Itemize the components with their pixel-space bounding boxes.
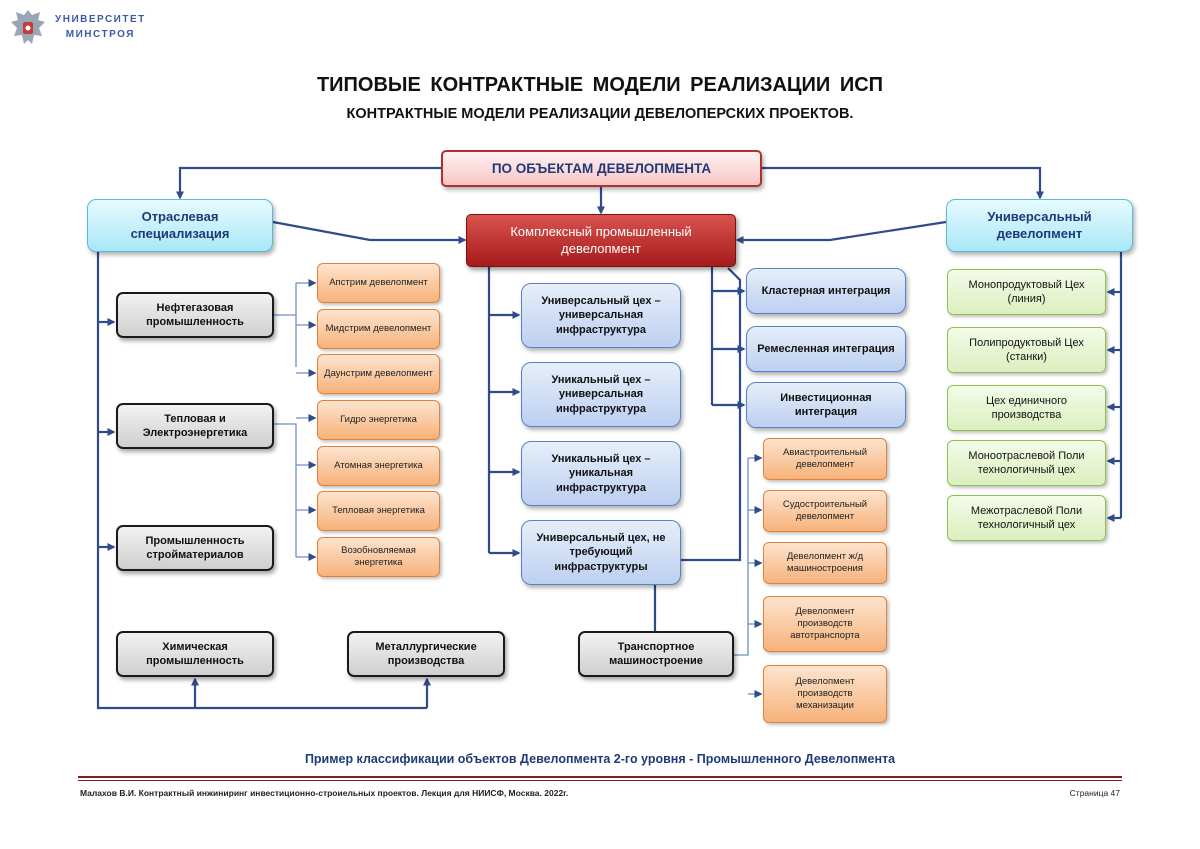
footer-citation: Малахов В.И. Контрактный инжиниринг инве…	[80, 788, 569, 798]
energy-type-node: Гидро энергетика	[317, 400, 440, 440]
integration-type-node: Ремесленная интеграция	[746, 326, 906, 372]
oil-gas-type-node: Даунстрим девелопмент	[317, 354, 440, 394]
integration-type-node: Кластерная интеграция	[746, 268, 906, 314]
transport-type-node: Девелопмент производств механизации	[763, 665, 887, 723]
universal-type-node: Полипродуктовый Цех (станки)	[947, 327, 1106, 373]
root-node: ПО ОБЪЕКТАМ ДЕВЕЛОПМЕНТА	[441, 150, 762, 187]
industry-node: Промышленность стройматериалов	[116, 525, 274, 571]
industry-node: Нефтегазовая промышленность	[116, 292, 274, 338]
universal-type-node: Моноотраслевой Поли технологичный цех	[947, 440, 1106, 486]
branch-center-node: Комплексный промышленный девелопмент	[466, 214, 736, 267]
transport-type-node: Судостроительный девелопмент	[763, 490, 887, 532]
energy-type-node: Атомная энергетика	[317, 446, 440, 486]
workshop-type-node: Универсальный цех – универсальная инфрас…	[521, 283, 681, 348]
industry-node: Металлургические производства	[347, 631, 505, 677]
industry-node: Тепловая и Электроэнергетика	[116, 403, 274, 449]
page-title: ТИПОВЫЕ КОНТРАКТНЫЕ МОДЕЛИ РЕАЛИЗАЦИИ ИС…	[316, 74, 884, 96]
footer-rule	[78, 776, 1122, 778]
page-subtitle: КОНТРАКТНЫЕ МОДЕЛИ РЕАЛИЗАЦИИ ДЕВЕЛОПЕРС…	[346, 106, 854, 122]
oil-gas-type-node: Апстрим девелопмент	[317, 263, 440, 303]
universal-type-node: Монопродуктовый Цех (линия)	[947, 269, 1106, 315]
integration-type-node: Инвестиционная интеграция	[746, 382, 906, 428]
workshop-type-node: Уникальный цех – уникальная инфраструкту…	[521, 441, 681, 506]
workshop-type-node: Уникальный цех – универсальная инфрастру…	[521, 362, 681, 427]
energy-type-node: Возобновляемая энергетика	[317, 537, 440, 577]
logo-line-2: МИНСТРОЯ	[65, 29, 135, 40]
branch-left-node: Отраслевая специализация	[87, 199, 273, 252]
energy-type-node: Тепловая энергетика	[317, 491, 440, 531]
diagram-caption: Пример классификации объектов Девелопмен…	[304, 752, 896, 766]
industry-node: Химическая промышленность	[116, 631, 274, 677]
transport-type-node: Авиастроительный девелопмент	[763, 438, 887, 480]
transport-type-node: Девелопмент производств автотранспорта	[763, 596, 887, 652]
universal-type-node: Межотраслевой Поли технологичный цех	[947, 495, 1106, 541]
branch-right-node: Универсальный девелопмент	[946, 199, 1133, 252]
transport-type-node: Девелопмент ж/д машиностроения	[763, 542, 887, 584]
footer-rule-thin	[78, 780, 1122, 781]
oil-gas-type-node: Мидстрим девелопмент	[317, 309, 440, 349]
page-number: Страница 47	[1069, 788, 1120, 798]
logo-wordmark: УНИВЕРСИТЕТ МИНСТРОЯ	[55, 12, 146, 42]
logo-line-1: УНИВЕРСИТЕТ	[55, 14, 146, 25]
universal-type-node: Цех единичного производства	[947, 385, 1106, 431]
industry-node: Транспортное машиностроение	[578, 631, 734, 677]
workshop-type-node: Универсальный цех, не требующий инфрастр…	[521, 520, 681, 585]
eagle-emblem-icon	[11, 10, 45, 44]
